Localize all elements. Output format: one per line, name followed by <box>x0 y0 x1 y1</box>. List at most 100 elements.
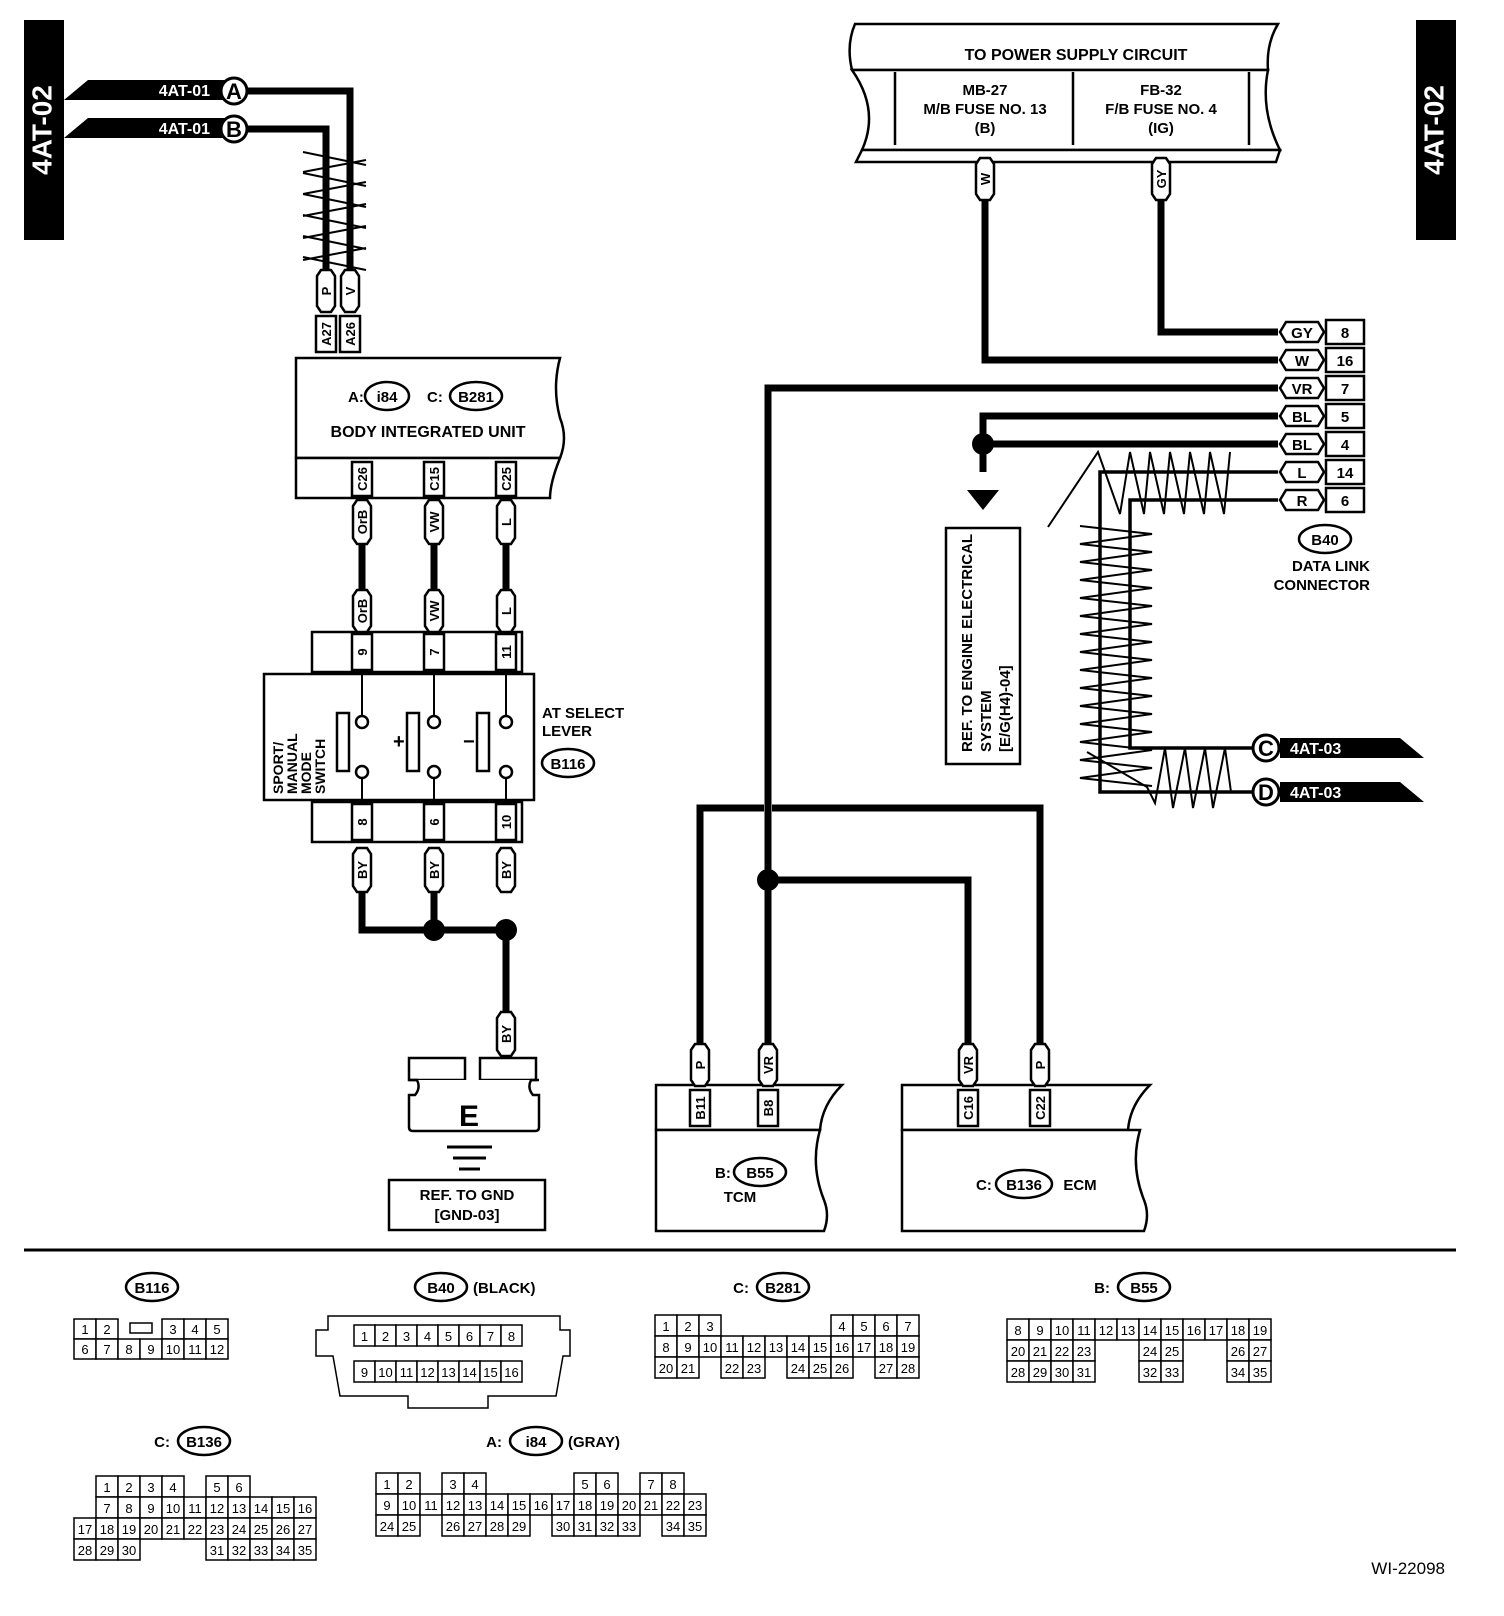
pin-number: 6 <box>422 802 446 842</box>
connector-pin-cell: 1 <box>375 1472 399 1495</box>
svg-text:17: 17 <box>78 1522 92 1537</box>
svg-text:18: 18 <box>100 1522 114 1537</box>
connector-pin-cell: 6 <box>874 1314 898 1337</box>
connector-pin-cell: 18 <box>1226 1318 1250 1341</box>
off-page-connector-B[interactable]: 4AT-01 B <box>64 114 249 144</box>
conn-prefix: B: <box>715 1165 731 1182</box>
ground-ref-box[interactable]: REF. TO GND [GND-03] <box>387 1178 547 1232</box>
svg-text:23: 23 <box>688 1498 702 1513</box>
connector-pin-cell: 16 <box>529 1493 553 1516</box>
svg-text:C:: C: <box>733 1280 749 1297</box>
connector-pin-cell: 31 <box>573 1514 597 1537</box>
connector-pin-cell: 10 <box>698 1335 722 1358</box>
connector-pin-cell: 1 <box>73 1318 97 1340</box>
connector-pin-cell: 4 <box>830 1314 854 1337</box>
svg-text:VR: VR <box>1292 381 1313 398</box>
connector-pin-cell: 3 <box>441 1472 465 1495</box>
wire-color-tag: BY <box>351 846 373 894</box>
connector-pin-cell: 11 <box>183 1338 207 1360</box>
svg-text:A:: A: <box>486 1434 502 1451</box>
pin-number: C16 <box>956 1088 980 1128</box>
svg-text:31: 31 <box>210 1543 224 1558</box>
svg-text:27: 27 <box>468 1519 482 1534</box>
connector-pin-cell: 26 <box>271 1517 295 1540</box>
connector-pin-cell: 8 <box>500 1324 523 1347</box>
off-page-connector-C[interactable]: C 4AT-03 <box>1251 733 1424 763</box>
svg-text:5: 5 <box>581 1477 588 1492</box>
wire-color-tag: BY <box>495 846 517 894</box>
connector-pin-cell: 23 <box>205 1517 229 1540</box>
b40-label: B40 DATA LINK CONNECTOR <box>1274 523 1370 594</box>
connector-pin-cell: 13 <box>1116 1318 1140 1341</box>
svg-text:16: 16 <box>1337 353 1354 370</box>
off-page-connector-D[interactable]: D 4AT-03 <box>1251 777 1424 807</box>
tcm-module: B: B55 TCM <box>654 1083 846 1233</box>
svg-text:28: 28 <box>901 1361 915 1376</box>
connector-pin-cell: 16 <box>830 1335 854 1358</box>
connector-pin-cell: 21 <box>639 1493 663 1516</box>
connector-pin-cell: 10 <box>374 1360 397 1383</box>
svg-text:18: 18 <box>879 1340 893 1355</box>
svg-text:4: 4 <box>1341 437 1350 454</box>
connector-pin-cell: 6 <box>227 1475 251 1498</box>
page-tag-right: 4AT-02 <box>1416 20 1456 240</box>
wire-color-tag: GY <box>1150 156 1172 202</box>
connector-pin-cell: 5 <box>573 1472 597 1495</box>
connector-pin-cell: 32 <box>1138 1360 1162 1383</box>
connector-pin-cell: 19 <box>595 1493 619 1516</box>
fuse-label: M/B FUSE NO. 13 <box>923 101 1046 118</box>
svg-text:6: 6 <box>882 1319 889 1334</box>
connector-view-label: i84 <box>526 1434 548 1451</box>
connector-pin-cell: 12 <box>441 1493 465 1516</box>
svg-text:35: 35 <box>298 1543 312 1558</box>
svg-text:9: 9 <box>1036 1323 1043 1338</box>
svg-text:6: 6 <box>235 1480 242 1495</box>
svg-text:BL: BL <box>1292 409 1312 426</box>
connector-view-label: B40 <box>427 1280 455 1297</box>
svg-text:8: 8 <box>662 1340 669 1355</box>
svg-text:28: 28 <box>490 1519 504 1534</box>
svg-text:32: 32 <box>1143 1365 1157 1380</box>
connector-pin-cell: 14 <box>249 1496 273 1519</box>
connector-pin-cell: 3 <box>161 1318 185 1340</box>
svg-text:32: 32 <box>232 1543 246 1558</box>
svg-text:(GRAY): (GRAY) <box>568 1434 620 1451</box>
ref-text: SYSTEM <box>978 690 995 752</box>
wire-color-tag: VW <box>423 588 445 634</box>
svg-text:18: 18 <box>578 1498 592 1513</box>
wire-color-tag: VW <box>423 498 445 546</box>
connector-pin-cell: 3 <box>698 1314 722 1337</box>
svg-text:24: 24 <box>380 1519 394 1534</box>
svg-text:8: 8 <box>125 1342 132 1357</box>
fuse-label: MB-27 <box>962 82 1007 99</box>
connector-pin-cell: 26 <box>830 1356 854 1379</box>
connector-pin-cell: 29 <box>95 1538 119 1561</box>
svg-text:8: 8 <box>1014 1323 1021 1338</box>
connector-pin-cell: 21 <box>1028 1339 1052 1362</box>
connector-pin-cell: 33 <box>249 1538 273 1561</box>
svg-text:26: 26 <box>276 1522 290 1537</box>
off-page-ref: 4AT-01 <box>159 83 210 100</box>
connector-pin-cell: 26 <box>441 1514 465 1537</box>
connector-pin-cell: 28 <box>485 1514 509 1537</box>
connector-pin-cell: 18 <box>874 1335 898 1358</box>
connector-pin-cell: 19 <box>1248 1318 1272 1341</box>
svg-text:23: 23 <box>210 1522 224 1537</box>
svg-text:24: 24 <box>232 1522 246 1537</box>
connector-pin-cell: 12 <box>742 1335 766 1358</box>
connector-pin-cell: 2 <box>117 1475 141 1498</box>
connector-pin-cell: 3 <box>139 1475 163 1498</box>
connector-pin-cell: 13 <box>463 1493 487 1516</box>
connector-pin-cell: 15 <box>1160 1318 1184 1341</box>
svg-text:17: 17 <box>1209 1323 1223 1338</box>
svg-text:32: 32 <box>600 1519 614 1534</box>
wire-A-V <box>248 87 354 270</box>
connector-pin-cell: 22 <box>661 1493 685 1516</box>
engine-ref-box[interactable]: REF. TO ENGINE ELECTRICAL SYSTEM [E/G(H4… <box>944 526 1022 766</box>
switch-contact <box>498 764 514 780</box>
connector-pin-cell: 30 <box>117 1538 141 1561</box>
connector-badge-b281: B281 <box>458 389 494 406</box>
connector-pin-cell: 25 <box>1160 1339 1184 1362</box>
off-page-connector-A[interactable]: 4AT-01 A <box>64 76 249 106</box>
